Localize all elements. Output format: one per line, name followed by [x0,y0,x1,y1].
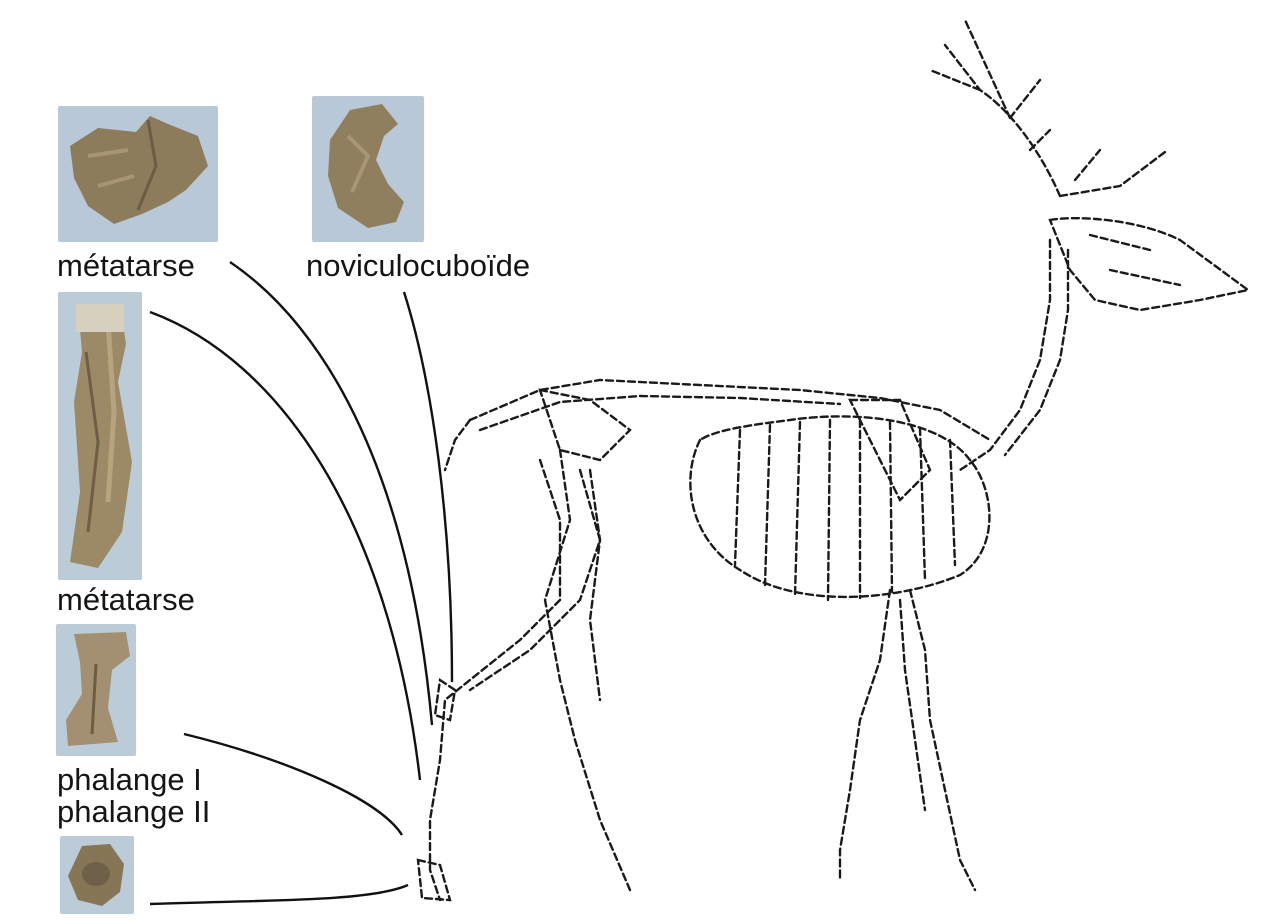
leader-line-metatarse-mid [150,312,420,780]
antler-main [930,20,1165,196]
ribs [735,420,955,600]
leader-line-phalange-ii [150,885,408,904]
tail [445,420,470,470]
leader-line-noviculocuboide [404,292,452,682]
skull [1050,218,1248,310]
front-leg-left [840,590,890,880]
leader-lines [150,262,452,904]
leader-line-metatarse-top [230,262,432,725]
leader-line-phalange-i [184,734,402,835]
neck [960,240,1050,470]
antler-tine [1030,130,1100,180]
deer-skeleton [418,20,1248,900]
rib-cage [690,416,989,597]
hind-leg-near [430,460,560,900]
front-leg-right [910,590,975,890]
